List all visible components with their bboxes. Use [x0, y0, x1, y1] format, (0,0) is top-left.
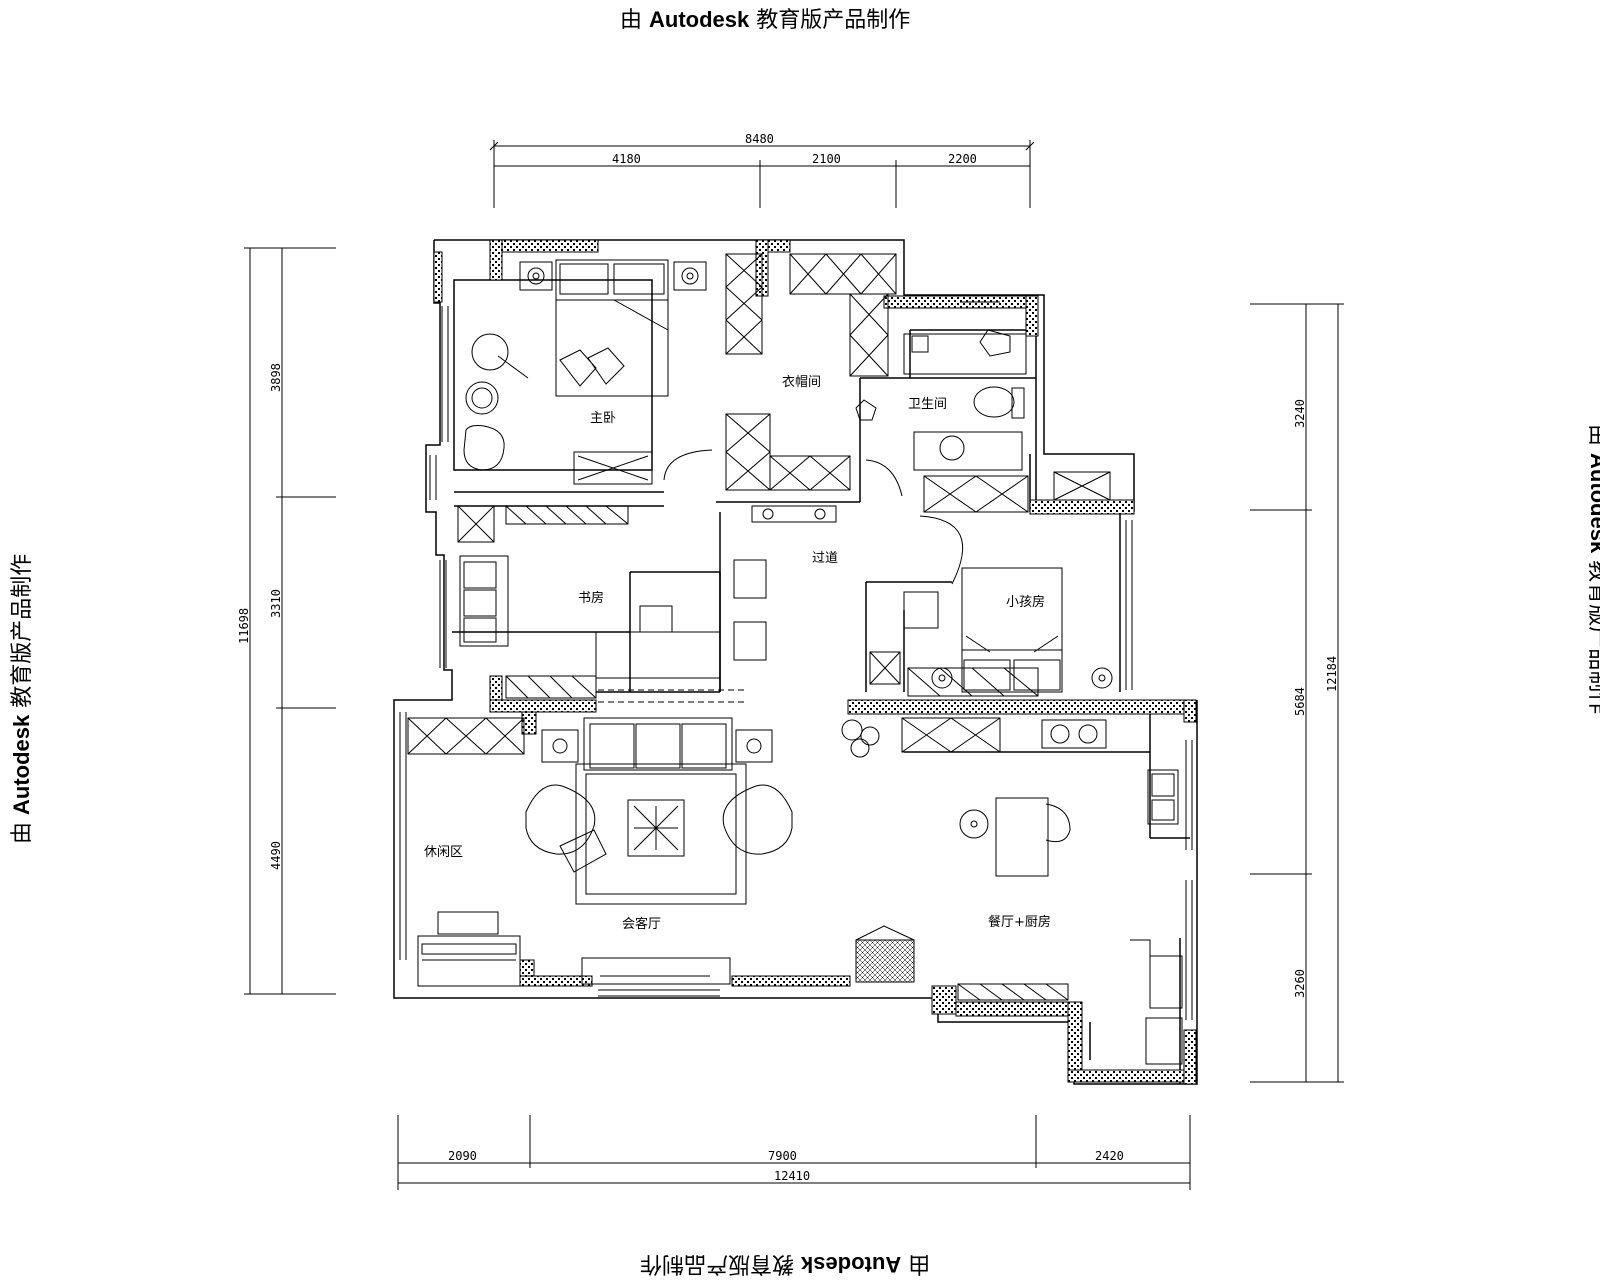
- dim-top-total: 8480: [745, 132, 774, 146]
- living-sofa: [583, 717, 733, 771]
- room-labels: 主卧 衣帽间 卫生间 过道 书房 小孩房 休闲区 会客厅 餐厅+厨房: [424, 374, 1051, 932]
- dim-left-seg-2: 3310: [269, 589, 283, 618]
- watermark-top: 由 Autodesk 教育版产品制作: [620, 7, 911, 33]
- living-rug: [575, 763, 747, 905]
- dimension-top: [489, 140, 1035, 208]
- dim-top-seg-3: 2200: [948, 152, 977, 166]
- dim-top-seg-2: 2100: [812, 152, 841, 166]
- dim-bottom-seg-2: 7900: [768, 1149, 797, 1163]
- dining-table: [995, 797, 1049, 877]
- dimension-bottom: [397, 1115, 1191, 1190]
- structural-walls: [433, 239, 1197, 1085]
- walls: [393, 239, 1198, 1085]
- room-label-cloakroom: 衣帽间: [782, 374, 821, 390]
- dim-right-seg-3: 3260: [1293, 969, 1307, 998]
- dim-right-seg-1: 3240: [1293, 399, 1307, 428]
- dimension-right: [1250, 303, 1344, 1083]
- windows: [399, 295, 1193, 1020]
- room-label-leisure-area: 休闲区: [424, 845, 463, 860]
- room-label-kids-room: 小孩房: [1006, 594, 1045, 610]
- dim-right-seg-2: 5684: [1293, 687, 1307, 716]
- dim-bottom-seg-3: 2420: [1095, 1149, 1124, 1163]
- dim-top-seg-1: 4180: [612, 152, 641, 166]
- room-label-dining-kitchen: 餐厅+厨房: [988, 914, 1051, 930]
- furniture: [417, 259, 1183, 1065]
- room-label-bathroom: 卫生间: [908, 397, 947, 412]
- dim-bottom-total: 12410: [774, 1169, 810, 1183]
- dim-left-total: 11698: [237, 608, 251, 644]
- kids-bed: [961, 567, 1063, 693]
- master-bed: [555, 259, 669, 397]
- room-label-living-room: 会客厅: [622, 916, 661, 932]
- room-label-study: 书房: [578, 590, 604, 606]
- dimension-left: [244, 247, 336, 995]
- dim-right-total: 12184: [1325, 656, 1339, 692]
- cabinets: [407, 253, 1111, 1001]
- room-label-corridor: 过道: [812, 551, 838, 566]
- dim-bottom-seg-1: 2090: [448, 1149, 477, 1163]
- dim-left-seg-1: 3898: [269, 363, 283, 392]
- room-label-master-bedroom: 主卧: [590, 411, 616, 426]
- dim-left-seg-3: 4490: [269, 841, 283, 870]
